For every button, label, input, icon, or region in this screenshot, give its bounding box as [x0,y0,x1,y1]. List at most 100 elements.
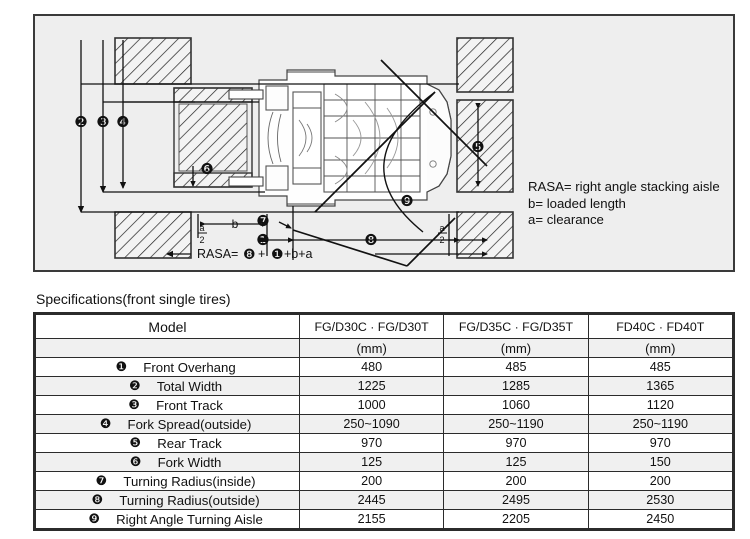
pallet-block-left-bottom [114,211,192,259]
row-label-cell: ❶ Front Overhang [35,357,300,377]
row-marker-icon: ❽ [91,492,104,508]
pallet-block-right-top [456,37,514,93]
turning-aisle-diagram: ❷ ❸ ❹ ❻ ❺ ❼ ❶ ❽ ❾ b a 2 a 2 [33,14,735,272]
row-label-text: Total Width [156,378,223,394]
row-marker-icon: ❶ [115,359,128,375]
pallet-block-left-top [114,37,192,85]
value-cell: 200 [298,471,445,491]
value-cell: 1000 [298,395,445,415]
a-numerator-right: a [439,223,444,233]
row-label-text: Turning Radius(inside) [123,473,256,489]
value-cell: 250~1190 [587,414,734,434]
pallet-block-right-middle [456,99,514,193]
column-header-3: FD40C · FD40T [587,314,734,339]
value-cell: 2155 [298,509,445,529]
a-denominator-left: 2 [199,235,204,245]
a-numerator-left: a [199,223,204,233]
unit-row: (mm)(mm)(mm) [35,338,734,358]
value-cell: 2445 [298,490,445,510]
diagram-legend: RASA= right angle stacking aisle b= load… [528,179,720,227]
row-marker-icon: ❾ [88,511,100,527]
row-label-text: Front Overhang [143,359,236,375]
row-label-cell: ❺ Rear Track [35,433,300,453]
a-denominator-right: 2 [439,235,444,245]
value-cell: 970 [587,433,734,453]
value-cell: 1225 [298,376,445,396]
specifications-table: Model FG/D30C · FG/D30T FG/D35C · FG/D35… [33,312,735,531]
value-cell: 1060 [443,395,589,415]
value-cell: 1120 [587,395,734,415]
unit-cell: (mm) [298,338,445,358]
row-label-cell: ❷ Total Width [35,376,300,396]
row-label-cell: ❾ Right Angle Turning Aisle [35,509,300,529]
rasa-suffix: +b+a [284,247,313,261]
row-label-text: Rear Track [157,435,222,451]
value-cell: 250~1090 [298,414,445,434]
row-marker-icon: ❻ [129,454,142,470]
marker-5: ❺ [471,138,484,156]
row-label-text: Front Track [156,397,223,413]
forklift-top-view [228,69,452,207]
label-b: b [232,217,239,231]
row-marker-icon: ❸ [128,397,140,413]
row-marker-icon: ❷ [129,378,141,394]
table-title: Specifications(front single tires) [36,291,231,307]
value-cell: 200 [587,471,734,491]
value-cell: 2205 [443,509,589,529]
marker-2: ❷ [74,113,87,131]
rasa-plus: + [258,247,265,261]
value-cell: 125 [298,452,445,472]
value-cell: 970 [298,433,445,453]
diagram-markers: ❷ ❸ ❹ ❻ ❺ ❼ ❶ ❽ ❾ [74,113,484,249]
value-cell: 1285 [443,376,589,396]
column-header-2: FG/D35C · FG/D35T [443,314,589,339]
row-label-cell: ❻ Fork Width [35,452,300,472]
marker-4: ❹ [116,113,129,131]
value-cell: 2530 [587,490,734,510]
row-label-text: Right Angle Turning Aisle [116,511,263,527]
value-cell: 485 [443,357,589,377]
row-marker-icon: ❹ [99,416,112,432]
marker-3: ❸ [96,113,109,131]
value-cell: 250~1190 [443,414,589,434]
label-a-over-2-left: a 2 [198,223,207,245]
value-cell: 2450 [587,509,734,529]
row-label-text: Fork Width [157,454,222,470]
value-cell: 1365 [587,376,734,396]
unit-row-blank [35,338,300,358]
marker-6: ❻ [200,160,213,178]
row-label-cell: ❽ Turning Radius(outside) [35,490,300,510]
rasa-formula: RASA= ❽ + ❶ +b+a [197,247,313,263]
marker-8: ❽ [364,231,377,249]
table-header-row: Model FG/D30C · FG/D30T FG/D35C · FG/D35… [35,314,734,339]
row-label-text: Fork Spread(outside) [127,416,252,432]
value-cell: 970 [443,433,589,453]
row-label-cell: ❹ Fork Spread(outside) [35,414,300,434]
column-header-1: FG/D30C · FG/D30T [298,314,445,339]
row-label-cell: ❼ Turning Radius(inside) [35,471,300,491]
row-label-text: Turning Radius(outside) [119,492,260,508]
pallet-block-right-bottom [456,211,514,259]
dim-turn-radius-inside [278,221,292,229]
marker-7: ❼ [256,212,269,230]
marker-1: ❶ [256,231,269,249]
row-marker-icon: ❺ [129,435,142,451]
row-marker-icon: ❼ [95,473,108,489]
model-header: Model [35,314,300,339]
value-cell: 125 [443,452,589,472]
value-cell: 150 [587,452,734,472]
turning-envelope [292,59,488,267]
rasa-marker-1: ❶ [271,247,284,263]
label-a-over-2-right: a 2 [438,223,447,245]
